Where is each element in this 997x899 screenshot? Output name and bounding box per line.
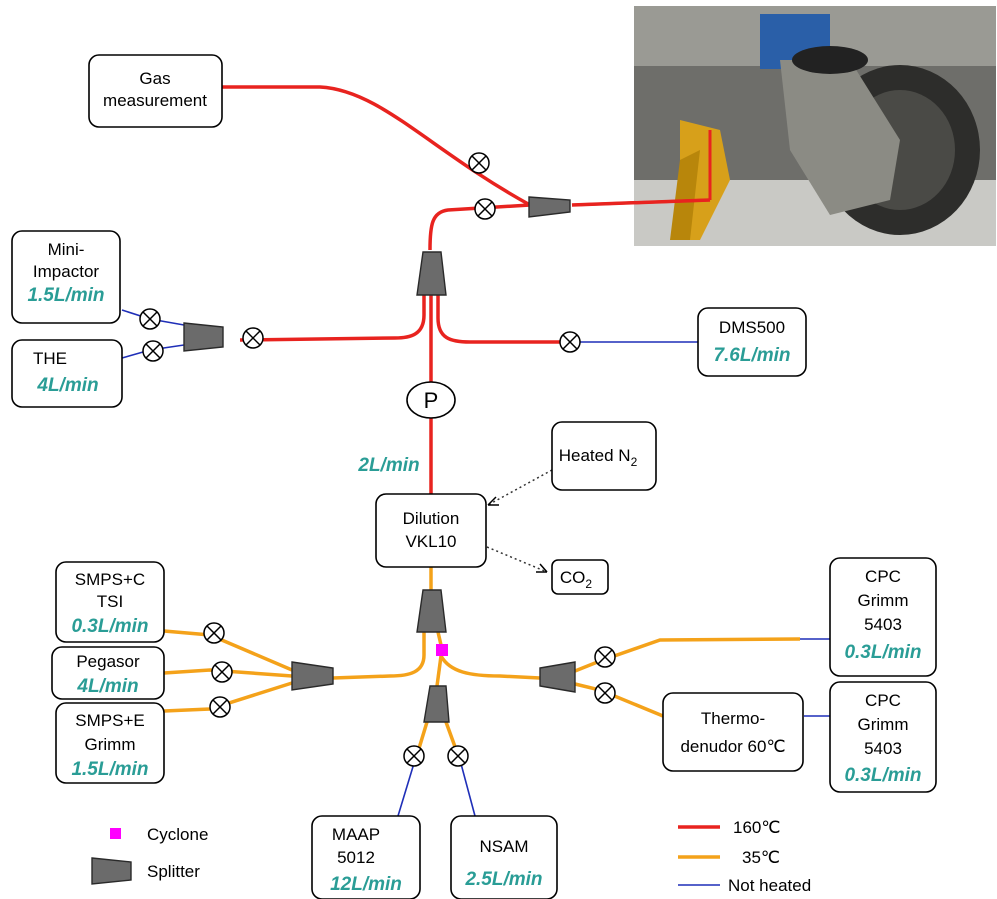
node-label: Mini- [48, 240, 85, 259]
valve-icon [559, 331, 581, 353]
pegasor-node: Pegasor 4L/min [51, 646, 165, 700]
dms500-node: DMS500 7.6L/min [697, 307, 807, 377]
splitter-center-hot [416, 251, 447, 296]
gas-measurement-node: Gas measurement [88, 54, 223, 128]
mini-impactor-node: Mini- Impactor 1.5L/min [11, 230, 121, 324]
node-label: VKL10 [405, 532, 456, 551]
nsam-node: NSAM 2.5L/min [450, 815, 558, 899]
flow-rate: 1.5L/min [71, 759, 148, 780]
node-label: SMPS+C [75, 570, 145, 589]
node-label: CO2 [560, 568, 593, 591]
valve-icon [203, 622, 225, 644]
node-label: CPC [865, 691, 901, 710]
valve-icon [474, 198, 496, 220]
splitters [183, 196, 576, 723]
flow-rate: 0.3L/min [844, 642, 921, 663]
pump-node: P [406, 381, 456, 419]
node-label: Gas [139, 69, 170, 88]
node-label: Impactor [33, 262, 99, 281]
co2-node: CO2 [551, 559, 609, 595]
flow-rate: 0.3L/min [71, 616, 148, 637]
valve-icon [403, 745, 425, 767]
pump-flow-rate: 2L/min [357, 455, 419, 476]
node-label: Grimm [858, 715, 909, 734]
splitter-left-hot [183, 322, 224, 352]
legend-hot-label: 160℃ [733, 818, 780, 837]
smps-e-node: SMPS+E Grimm 1.5L/min [55, 702, 165, 784]
the-node: THE 4L/min [11, 339, 123, 408]
splitter-bottom-warm [423, 685, 450, 723]
node-label: 5012 [337, 848, 375, 867]
thermodenudor-node: Thermo- denudor 60℃ [662, 692, 804, 772]
legend-cyclone-label: Cyclone [147, 825, 208, 844]
node-label: CPC [865, 567, 901, 586]
node-label: SMPS+E [75, 711, 144, 730]
heated-lines-160 [222, 85, 711, 494]
smps-c-node: SMPS+C TSI 0.3L/min [55, 561, 165, 643]
cpc-top-node: CPC Grimm 5403 0.3L/min [829, 557, 937, 677]
node-label: Grimm [85, 735, 136, 754]
engine-photo [571, 6, 996, 246]
heated-n2-node: Heated N2 [551, 421, 657, 491]
splitter-left-warm [291, 661, 334, 691]
legend-cold-label: Not heated [728, 876, 811, 895]
dilution-node: Dilution VKL10 [375, 493, 487, 568]
flow-rate: 1.5L/min [27, 285, 104, 306]
splitter-center-warm [416, 589, 447, 633]
maap-node: MAAP 5012 12L/min [311, 815, 421, 899]
node-label: Dilution [403, 509, 460, 528]
valve-icon [211, 661, 233, 683]
flow-rate: 4L/min [76, 676, 138, 697]
node-label: 5403 [864, 739, 902, 758]
node-label: TSI [97, 592, 123, 611]
flow-rate: 4L/min [36, 375, 98, 396]
legend-cyclone-swatch [110, 828, 121, 839]
valve-icon [142, 340, 164, 362]
valve-icon [447, 745, 469, 767]
dotted-arrows [486, 469, 553, 573]
node-label: Grimm [858, 591, 909, 610]
valve-icon [209, 696, 231, 718]
node-label: Heated N2 [559, 446, 638, 469]
pump-label: P [424, 388, 439, 413]
node-label: measurement [103, 91, 207, 110]
splitter-right-warm [539, 661, 576, 693]
cyclone-marker [436, 644, 448, 656]
node-label: MAAP [332, 825, 380, 844]
legend-splitter-swatch [91, 857, 132, 885]
flow-rate: 0.3L/min [844, 765, 921, 786]
valve-icon [242, 327, 264, 349]
node-label: Thermo- [701, 709, 765, 728]
node-label: denudor 60℃ [680, 737, 785, 756]
splitter-top [528, 196, 571, 218]
flow-rate: 12L/min [330, 874, 402, 895]
valve-icon [139, 308, 161, 330]
node-label: THE [33, 349, 67, 368]
legend-warm-label: 35℃ [742, 848, 780, 867]
legend: Cyclone Splitter 160℃ 35℃ Not heated [91, 818, 811, 895]
node-label: NSAM [479, 837, 528, 856]
flow-rate: 2.5L/min [464, 869, 542, 890]
node-label: Pegasor [76, 652, 140, 671]
flow-rate: 7.6L/min [713, 345, 790, 366]
valves [139, 152, 616, 767]
valve-icon [594, 646, 616, 668]
legend-splitter-label: Splitter [147, 862, 200, 881]
valve-icon [468, 152, 490, 174]
node-label: 5403 [864, 615, 902, 634]
cpc-bottom-node: CPC Grimm 5403 0.3L/min [829, 681, 937, 793]
valve-icon [594, 682, 616, 704]
node-label: DMS500 [719, 318, 785, 337]
